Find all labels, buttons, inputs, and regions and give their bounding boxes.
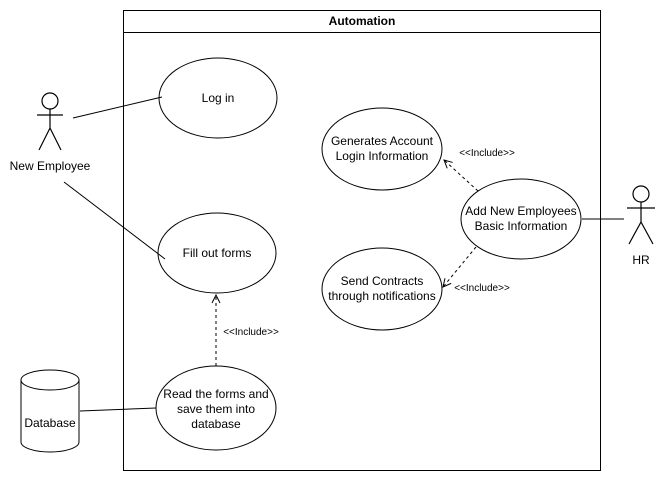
system-title: Automation	[328, 14, 396, 28]
hr-label: HR	[632, 253, 650, 267]
new-employee-actor-figure	[37, 92, 63, 151]
association-employee-fill-forms	[63, 181, 166, 260]
association-employee-login	[72, 96, 163, 119]
include-arrow-add-to-send	[443, 246, 477, 287]
use-case-fill-forms-label: Fill out forms	[182, 246, 252, 260]
include-arrow-add-to-generate	[444, 160, 479, 192]
include-label-send: <<Include>>	[454, 283, 510, 294]
database-icon	[20, 369, 80, 453]
association-database-read-forms	[79, 407, 157, 412]
use-case-add-employees[interactable]	[460, 178, 582, 260]
use-case-send-contracts[interactable]	[321, 247, 443, 331]
database-label: Database	[24, 416, 76, 430]
use-case-read-forms-label: Read the forms and save them into databa…	[163, 387, 269, 431]
use-case-add-employees-label: Add New Employees Basic Information	[465, 204, 577, 233]
use-case-generate-account[interactable]	[321, 107, 443, 191]
use-case-generate-account-label: Generates Account Login Information	[330, 134, 434, 163]
new-employee-label: New Employee	[9, 159, 91, 173]
use-case-send-contracts-label: Send Contracts through notifications	[328, 274, 436, 303]
include-label-generate: <<Include>>	[459, 148, 515, 159]
hr-actor-figure	[627, 185, 655, 245]
use-case-fill-forms[interactable]	[157, 212, 277, 294]
use-case-login-label: Log in	[201, 91, 235, 105]
include-label-fill: <<Include>>	[223, 327, 279, 338]
